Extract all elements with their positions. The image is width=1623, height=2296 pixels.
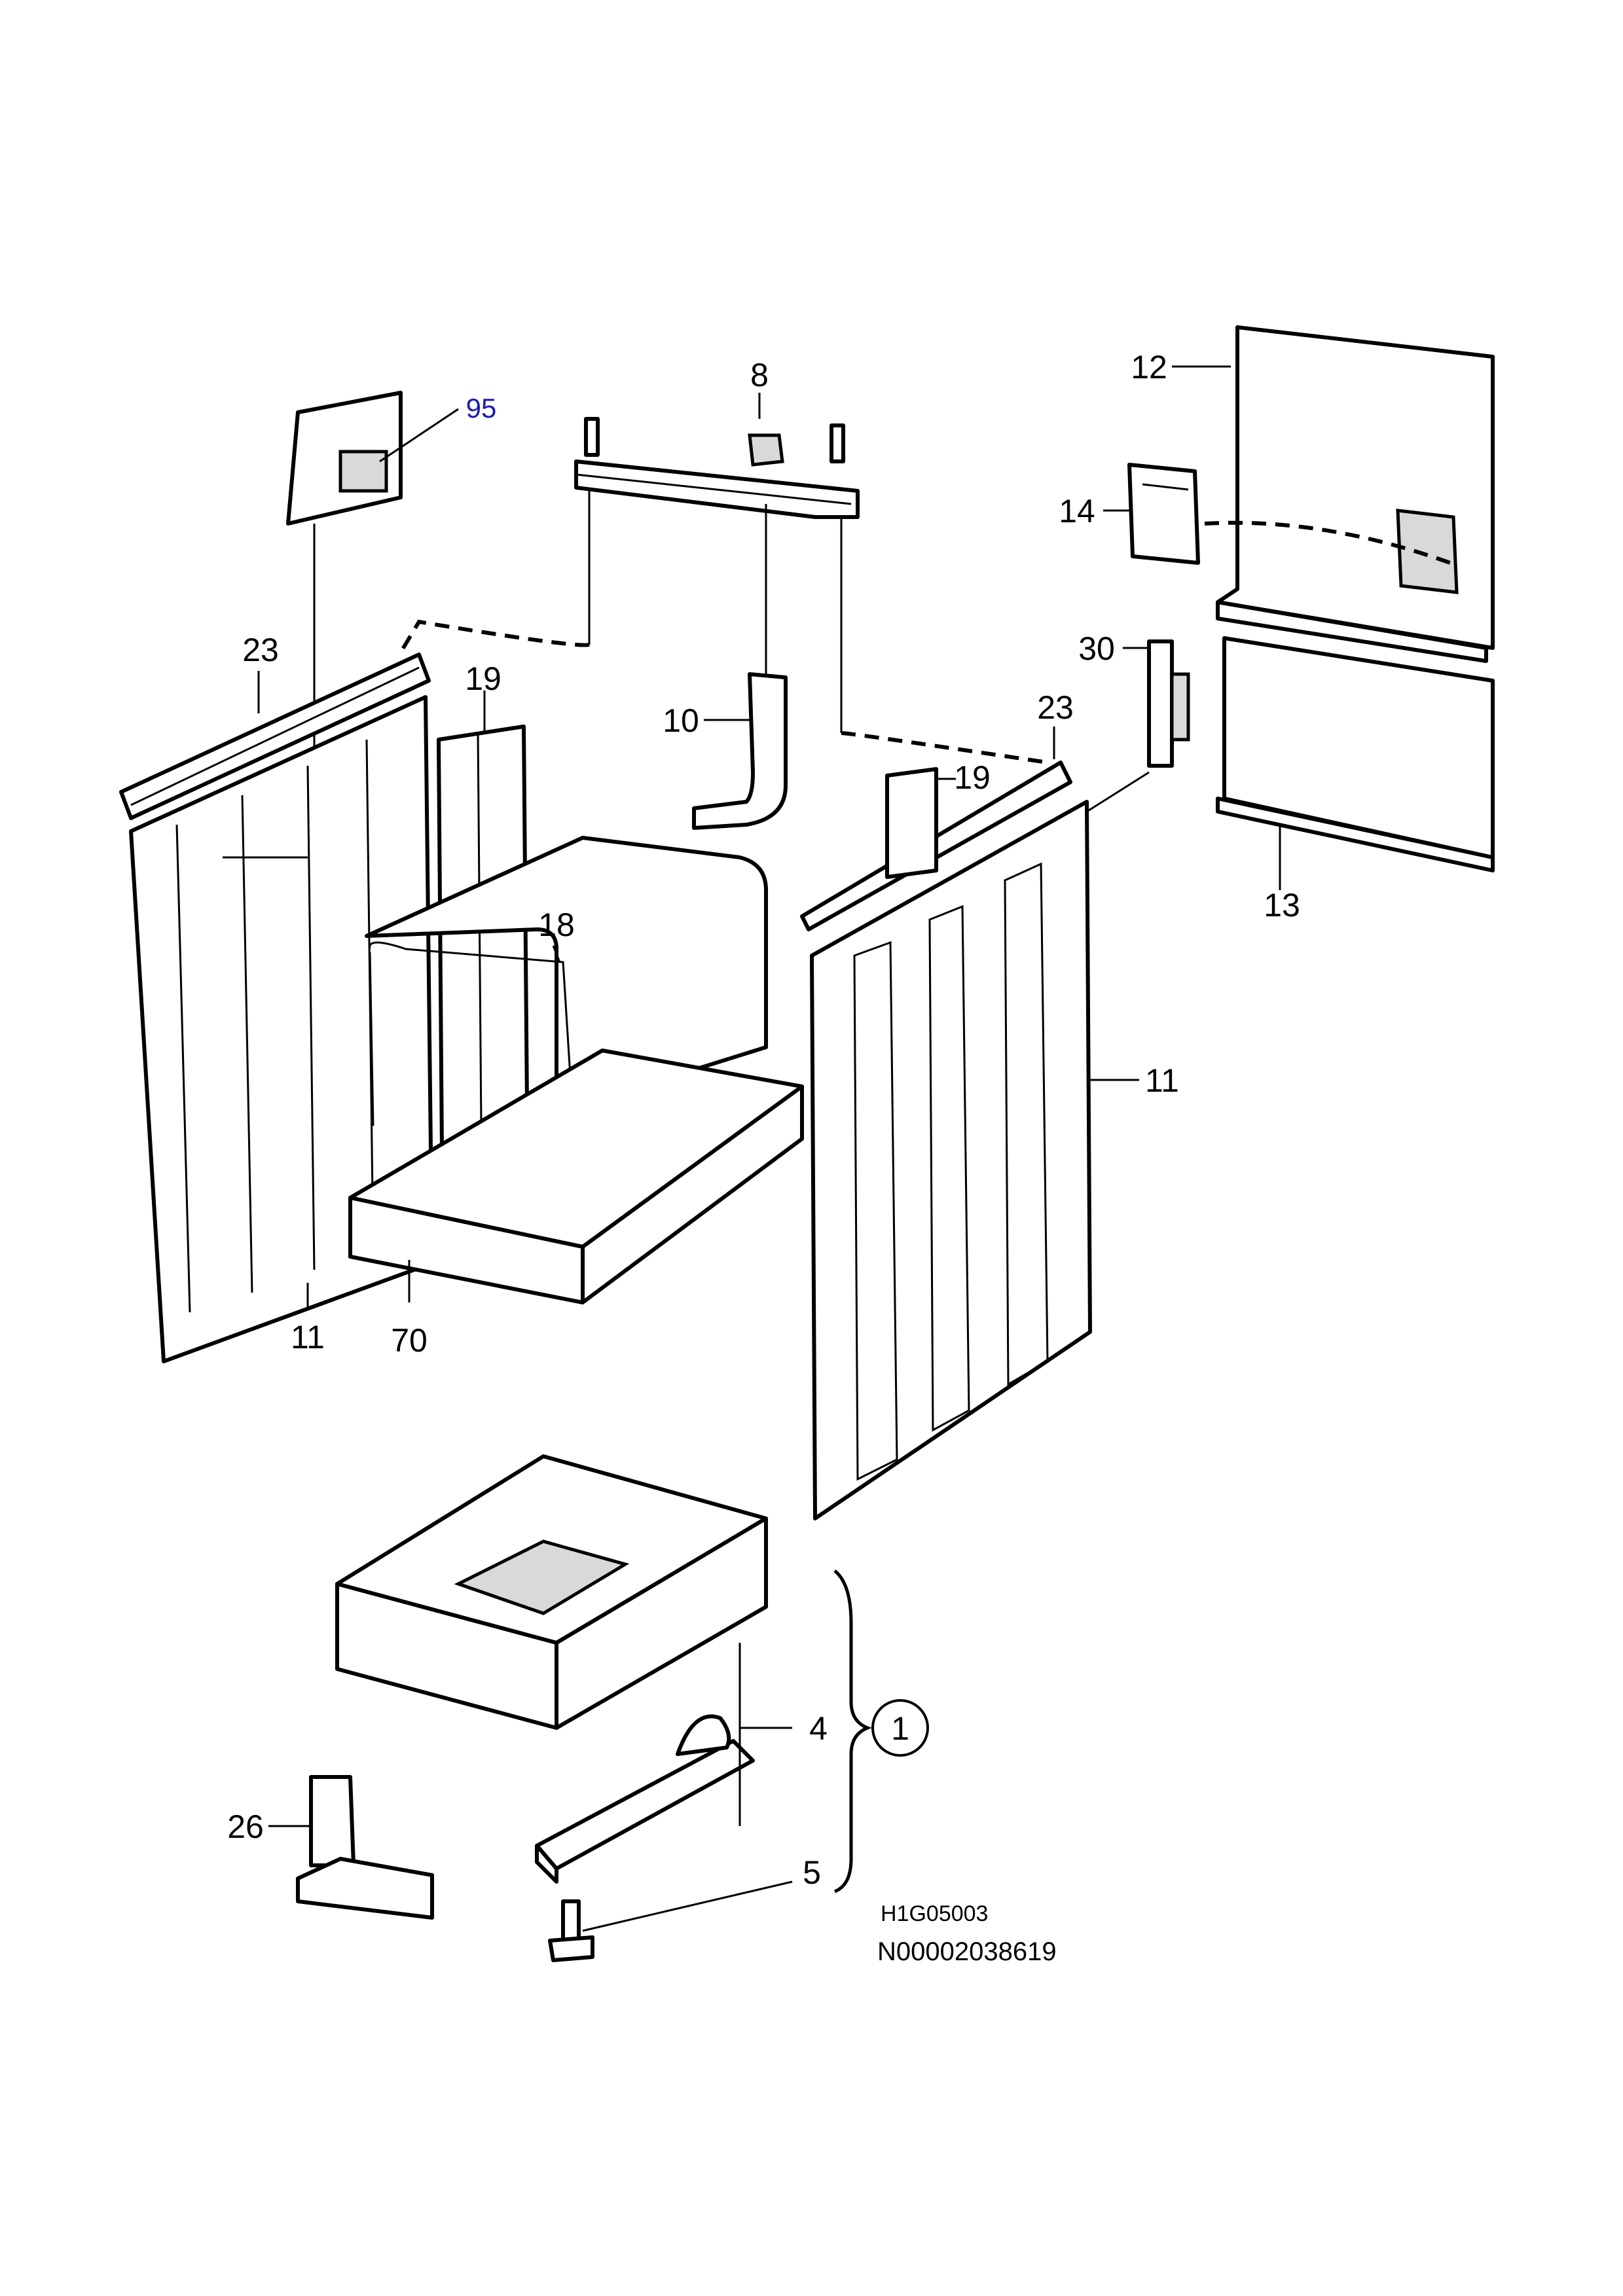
assembly-group-brace xyxy=(833,1570,872,1893)
dashed-link-right xyxy=(841,731,1048,764)
part-18-oven-cavity xyxy=(365,836,768,1169)
callout-1: 1 xyxy=(891,1710,909,1747)
callout-23-right: 23 xyxy=(1037,689,1074,726)
callout-12: 12 xyxy=(1131,349,1167,386)
callout-5: 5 xyxy=(803,1854,821,1891)
part-14-cover-plate xyxy=(1127,463,1200,565)
part-base-frame xyxy=(335,1454,768,1730)
callout-70: 70 xyxy=(391,1322,428,1359)
part-70-tray xyxy=(348,1049,804,1304)
callout-18: 18 xyxy=(538,906,575,943)
dashed-link-left xyxy=(397,619,590,656)
part-11-right-side-panel xyxy=(810,800,1092,1520)
part-19-left-upright xyxy=(437,725,529,1154)
callout-26: 26 xyxy=(227,1808,264,1845)
part-10-bracket xyxy=(692,672,788,830)
callout-11-left: 11 xyxy=(291,1319,325,1355)
part-4-rail xyxy=(535,1643,755,1884)
drawing-code: H1G05003 xyxy=(881,1901,988,1926)
callout-19-right: 19 xyxy=(954,759,991,796)
callout-8: 8 xyxy=(750,357,769,393)
callout-14: 14 xyxy=(1059,493,1095,529)
callout-10: 10 xyxy=(663,702,699,739)
part-30-terminal-strip xyxy=(1086,639,1190,813)
callout-leaders xyxy=(257,365,1281,1932)
part-12-rear-panel xyxy=(1204,325,1495,663)
callout-13: 13 xyxy=(1264,887,1300,924)
callout-4: 4 xyxy=(809,1710,828,1747)
callout-11-right: 11 xyxy=(1145,1062,1179,1099)
callout-30: 30 xyxy=(1078,630,1115,667)
callout-95[interactable]: 95 xyxy=(466,393,497,423)
part-19-right-upright xyxy=(885,767,938,879)
part-5-foot xyxy=(548,1899,594,1962)
part-26-angle-bracket xyxy=(296,1775,434,1920)
document-number: N00002038619 xyxy=(877,1937,1057,1966)
part-top-crossbar xyxy=(574,417,860,733)
callout-1-circle xyxy=(871,1699,929,1757)
callout-23-left: 23 xyxy=(242,632,279,668)
part-23-left-rail xyxy=(119,653,431,820)
part-13-base-plate xyxy=(1216,636,1495,872)
callout-19-left: 19 xyxy=(465,660,501,697)
part-95-board xyxy=(286,391,403,851)
